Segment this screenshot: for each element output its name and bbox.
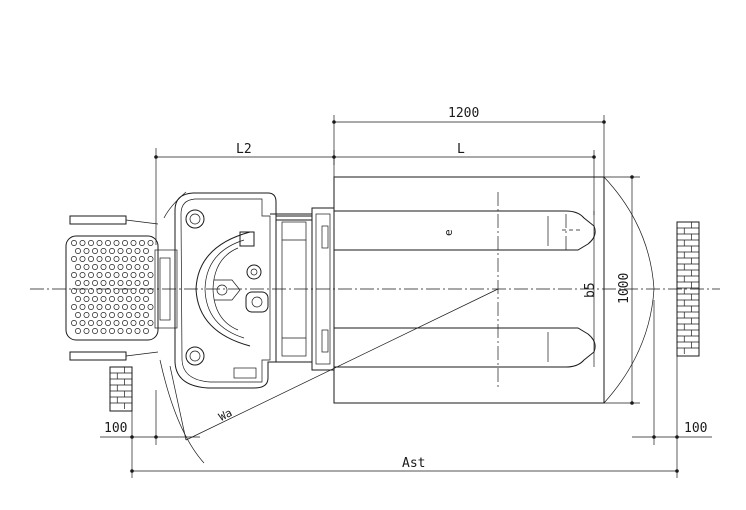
- label-wa: Wa: [217, 406, 235, 424]
- forks: e: [333, 192, 596, 390]
- label-b5: b5: [583, 282, 598, 298]
- label-e: e: [442, 229, 455, 236]
- dimension-1200: 1200: [332, 106, 606, 177]
- caster-wheel-top: [185, 209, 205, 229]
- dimension-l2-l: L2 L: [154, 142, 596, 245]
- fork-top: [333, 210, 596, 251]
- turning-radius: Wa: [159, 176, 655, 464]
- label-100-left: 100: [104, 421, 127, 436]
- right-wall: [676, 221, 700, 357]
- label-1000: 1000: [617, 273, 632, 304]
- dimension-b5: b5: [583, 211, 598, 367]
- label-100-right: 100: [684, 421, 707, 436]
- tiller-handle: [65, 215, 178, 361]
- battery-indicator: [239, 231, 255, 247]
- motor-cover: [245, 291, 269, 313]
- handle-grip-plate: [65, 235, 159, 341]
- caster-wheel-bottom: [185, 346, 205, 366]
- label-l2: L2: [236, 142, 252, 157]
- dimension-1000: 1000: [604, 175, 640, 405]
- key-switch: [246, 264, 262, 280]
- label-ast: Ast: [402, 456, 425, 471]
- radius-line: [185, 288, 499, 441]
- dimension-100-left: 100: [100, 390, 200, 478]
- label-l: L: [457, 142, 465, 157]
- fork-bottom: [333, 327, 596, 368]
- left-wall: [109, 366, 133, 412]
- mast-frame: [270, 207, 335, 371]
- label-1200: 1200: [448, 106, 479, 121]
- dimension-100-right: 100: [632, 300, 712, 478]
- handle-perforations: [71, 240, 154, 334]
- dimension-ast: Ast: [130, 456, 679, 473]
